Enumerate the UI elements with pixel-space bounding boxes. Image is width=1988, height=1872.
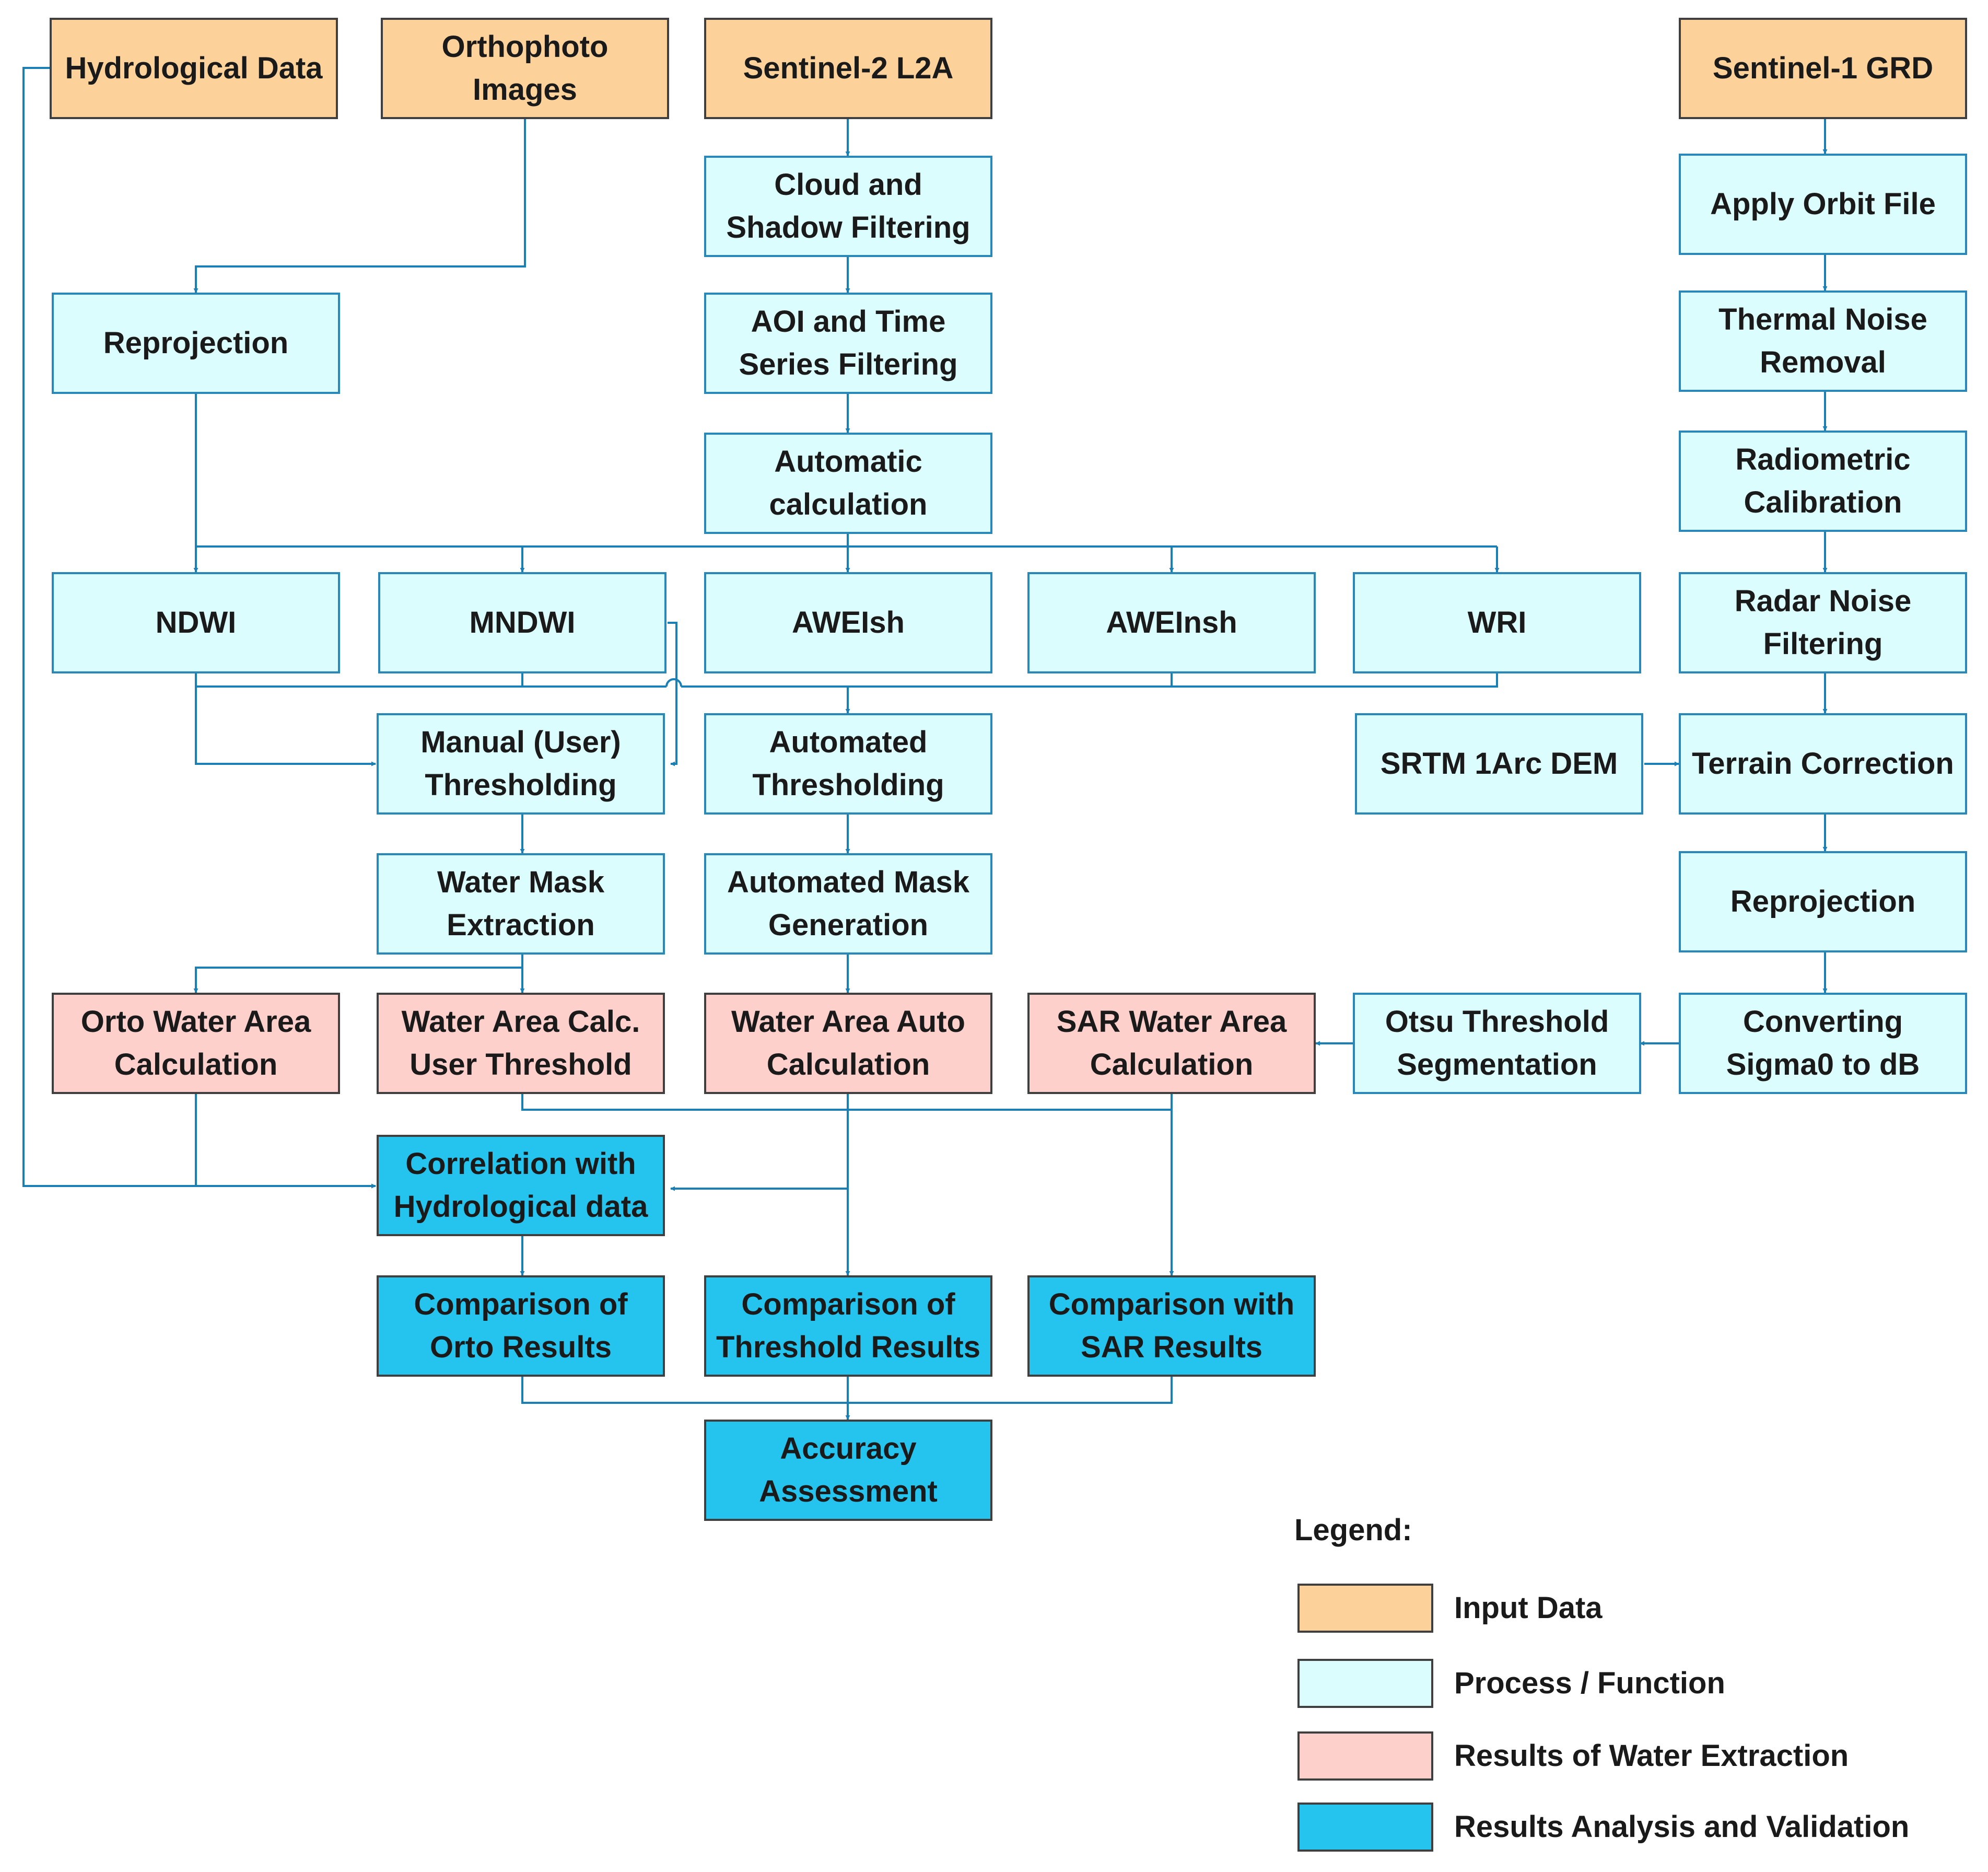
apply-orbit-file-label: Apply Orbit File — [1710, 187, 1936, 221]
mndwi-box: MNDWI — [378, 572, 666, 673]
reprojection-right-box: Reprojection — [1679, 851, 1967, 952]
srtm-dem-box: SRTM 1Arc DEM — [1355, 713, 1643, 815]
correlation-hydrological-label: Correlation with Hydrological data — [393, 1147, 648, 1224]
sentinel1-label: Sentinel-1 GRD — [1712, 51, 1934, 85]
legend-label-results-extraction: Results of Water Extraction — [1454, 1739, 1849, 1773]
hydrological-data-box: Hydrological Data — [50, 18, 338, 119]
automated-mask-generation-label: Automated Mask Generation — [727, 865, 970, 942]
reprojection-right-label: Reprojection — [1730, 885, 1916, 918]
orthophoto-images-box: Orthophoto Images — [381, 18, 669, 119]
orto-water-area-label: Orto Water Area Calculation — [80, 1005, 311, 1082]
cloud-shadow-filtering-box: Cloud and Shadow Filtering — [704, 156, 992, 257]
legend-label-input: Input Data — [1454, 1591, 1603, 1625]
comparison-orto-label: Comparison of Orto Results — [414, 1287, 628, 1364]
automated-thresholding-label: Automated Thresholding — [752, 725, 944, 802]
aweish-box: AWEIsh — [704, 572, 992, 673]
otsu-segmentation-label: Otsu Threshold Segmentation — [1385, 1005, 1609, 1082]
radiometric-calibration-box: Radiometric Calibration — [1679, 431, 1967, 532]
thermal-noise-removal-label: Thermal Noise Removal — [1718, 303, 1927, 379]
cloud-shadow-filtering-label: Cloud and Shadow Filtering — [726, 168, 970, 245]
water-area-user-threshold-label: Water Area Calc. User Threshold — [401, 1005, 640, 1082]
converting-sigma0-label: Converting Sigma0 to dB — [1726, 1005, 1920, 1082]
radiometric-calibration-label: Radiometric Calibration — [1735, 443, 1911, 519]
legend-label-analysis: Results Analysis and Validation — [1454, 1810, 1910, 1844]
reprojection-left-label: Reprojection — [103, 326, 289, 360]
orto-water-area-box: Orto Water Area Calculation — [52, 993, 340, 1094]
legend-swatch-process — [1297, 1659, 1433, 1708]
mndwi-label: MNDWI — [469, 606, 576, 639]
aweish-label: AWEIsh — [792, 606, 905, 639]
reprojection-left-box: Reprojection — [52, 293, 340, 394]
radar-noise-filtering-label: Radar Noise Filtering — [1734, 584, 1912, 661]
manual-thresholding-box: Manual (User) Thresholding — [377, 713, 665, 815]
ndwi-box: NDWI — [52, 572, 340, 673]
comparison-threshold-box: Comparison of Threshold Results — [704, 1275, 992, 1377]
automatic-calculation-box: Automatic calculation — [704, 433, 992, 534]
comparison-sar-box: Comparison with SAR Results — [1027, 1275, 1316, 1377]
accuracy-assessment-box: Accuracy Assessment — [704, 1420, 992, 1521]
thermal-noise-removal-box: Thermal Noise Removal — [1679, 290, 1967, 392]
apply-orbit-file-box: Apply Orbit File — [1679, 154, 1967, 255]
manual-thresholding-label: Manual (User) Thresholding — [420, 725, 621, 802]
terrain-correction-box: Terrain Correction — [1679, 713, 1967, 815]
aweinsh-box: AWEInsh — [1027, 572, 1316, 673]
legend-swatch-input — [1297, 1584, 1433, 1633]
water-area-user-threshold-box: Water Area Calc. User Threshold — [377, 993, 665, 1094]
orthophoto-images-label: Orthophoto Images — [441, 30, 609, 107]
comparison-orto-box: Comparison of Orto Results — [377, 1275, 665, 1377]
automatic-calculation-label: Automatic calculation — [769, 445, 928, 521]
aweinsh-label: AWEInsh — [1106, 606, 1237, 639]
comparison-sar-label: Comparison with SAR Results — [1048, 1287, 1295, 1364]
correlation-hydrological-box: Correlation with Hydrological data — [377, 1135, 665, 1236]
legend-swatch-results-extraction — [1297, 1731, 1433, 1781]
sar-water-area-label: SAR Water Area Calculation — [1056, 1005, 1287, 1082]
sentinel2-box: Sentinel-2 L2A — [704, 18, 992, 119]
srtm-dem-label: SRTM 1Arc DEM — [1380, 747, 1618, 781]
legend-title: Legend: — [1294, 1513, 1412, 1547]
legend-swatch-analysis — [1297, 1803, 1433, 1852]
sentinel2-label: Sentinel-2 L2A — [743, 51, 954, 85]
water-area-auto-label: Water Area Auto Calculation — [731, 1005, 965, 1082]
accuracy-assessment-label: Accuracy Assessment — [759, 1432, 938, 1508]
hydrological-data-label: Hydrological Data — [65, 51, 323, 85]
aoi-time-filtering-box: AOI and Time Series Filtering — [704, 293, 992, 394]
water-mask-extraction-label: Water Mask Extraction — [437, 865, 605, 942]
water-mask-extraction-box: Water Mask Extraction — [377, 853, 665, 955]
water-area-auto-box: Water Area Auto Calculation — [704, 993, 992, 1094]
ndwi-label: NDWI — [155, 606, 237, 639]
legend-label-process: Process / Function — [1454, 1666, 1725, 1700]
wri-box: WRI — [1353, 572, 1641, 673]
comparison-threshold-label: Comparison of Threshold Results — [716, 1287, 980, 1364]
automated-thresholding-box: Automated Thresholding — [704, 713, 992, 815]
radar-noise-filtering-box: Radar Noise Filtering — [1679, 572, 1967, 673]
converting-sigma0-box: Converting Sigma0 to dB — [1679, 993, 1967, 1094]
sar-water-area-box: SAR Water Area Calculation — [1027, 993, 1316, 1094]
wri-label: WRI — [1467, 606, 1527, 639]
automated-mask-generation-box: Automated Mask Generation — [704, 853, 992, 955]
otsu-segmentation-box: Otsu Threshold Segmentation — [1353, 993, 1641, 1094]
terrain-correction-label: Terrain Correction — [1692, 747, 1954, 781]
aoi-time-filtering-label: AOI and Time Series Filtering — [739, 305, 958, 381]
sentinel1-box: Sentinel-1 GRD — [1679, 18, 1967, 119]
